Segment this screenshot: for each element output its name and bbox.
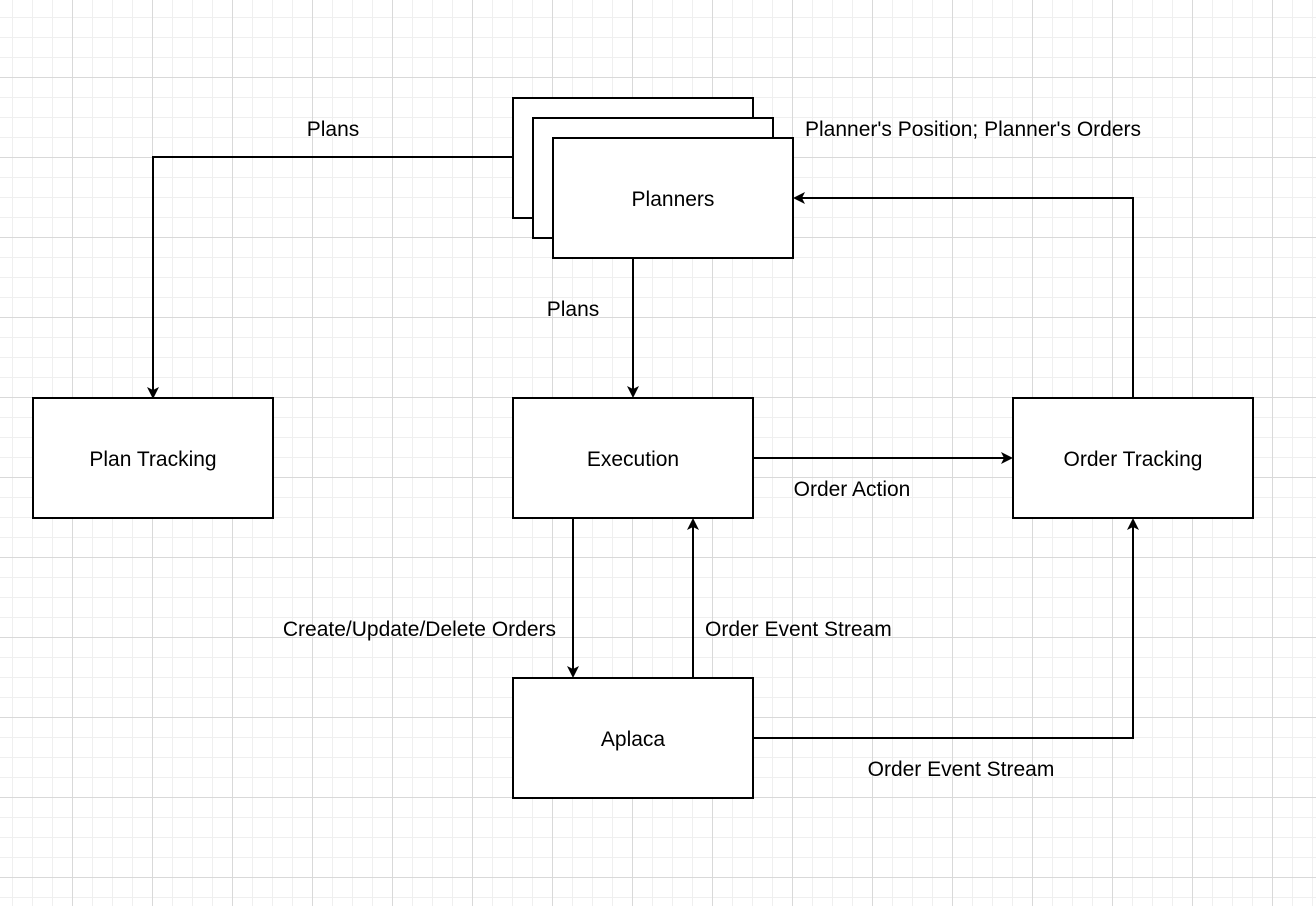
- order-tracking-label: Order Tracking: [1064, 448, 1203, 471]
- edge-labels: Plans Plans Planner's Position; Planner'…: [283, 118, 1141, 781]
- aplaca-node[interactable]: Aplaca: [512, 677, 754, 799]
- edge-label-order-event-stream-tracking: Order Event Stream: [868, 758, 1055, 781]
- edge-label-plans-top: Plans: [307, 118, 360, 141]
- plan-tracking-node[interactable]: Plan Tracking: [32, 397, 274, 519]
- execution-label: Execution: [587, 448, 679, 471]
- edge-label-plans-execution: Plans: [547, 298, 600, 321]
- order-tracking-node[interactable]: Order Tracking: [1012, 397, 1254, 519]
- planners-label: Planners: [632, 188, 715, 211]
- order-tracking-box[interactable]: [1012, 397, 1254, 519]
- edge-label-planner-position-orders: Planner's Position; Planner's Orders: [805, 118, 1141, 141]
- aplaca-box[interactable]: [512, 677, 754, 799]
- edge-label-create-update-delete: Create/Update/Delete Orders: [283, 618, 556, 641]
- execution-node[interactable]: Execution: [512, 397, 754, 519]
- execution-box[interactable]: [512, 397, 754, 519]
- edge-aplaca-to-order-tracking[interactable]: [753, 518, 1139, 739]
- aplaca-label: Aplaca: [601, 728, 666, 751]
- edge-planners-to-plan-tracking[interactable]: [147, 156, 513, 399]
- edges: [147, 156, 1139, 739]
- planners-node[interactable]: Planners: [512, 97, 794, 259]
- plan-tracking-label: Plan Tracking: [89, 448, 216, 471]
- edge-label-order-action: Order Action: [794, 478, 911, 501]
- plan-tracking-box[interactable]: [32, 397, 274, 519]
- edge-order-tracking-to-planners[interactable]: [793, 192, 1134, 398]
- planners-box[interactable]: [552, 137, 794, 259]
- edge-label-order-event-stream-execution: Order Event Stream: [705, 618, 892, 641]
